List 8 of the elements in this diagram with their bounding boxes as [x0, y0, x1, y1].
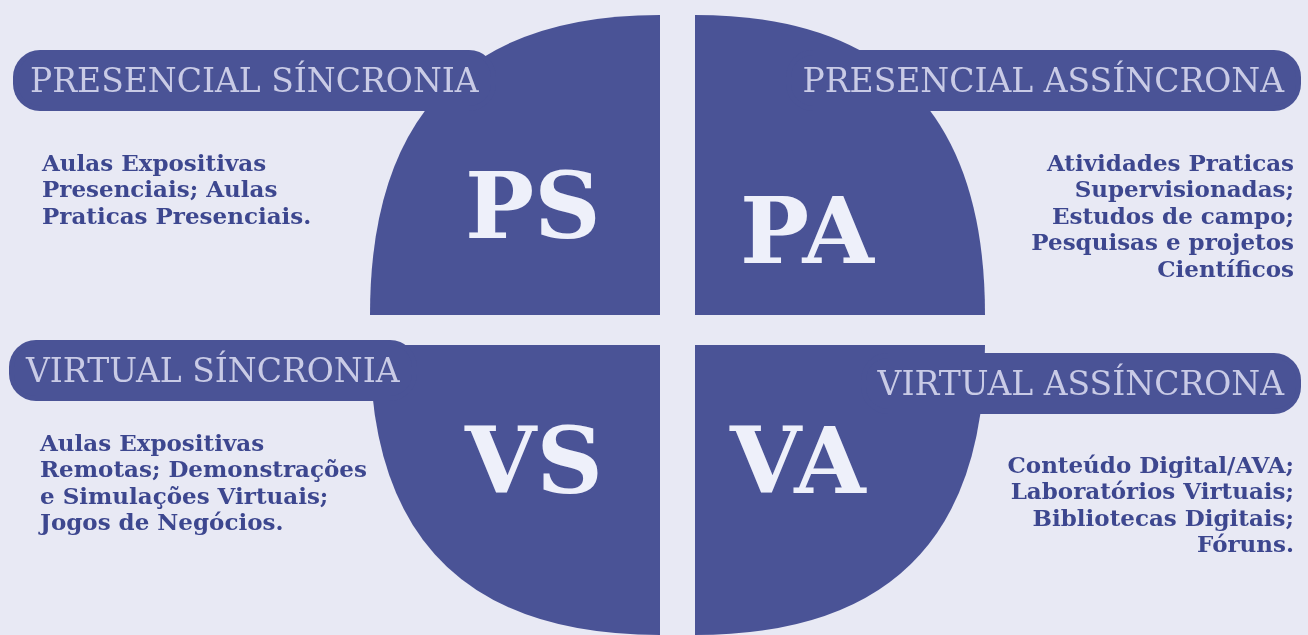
- quadrant-abbreviation: PS: [465, 160, 601, 252]
- quadrant-abbreviation: PA: [740, 185, 874, 277]
- quadrant-abbreviation: VA: [730, 415, 866, 507]
- quadrant-description: Aulas Expositivas Presenciais; Aulas Praticas Presenciais.: [42, 150, 313, 230]
- quadrant-description: Conteúdo Digital/AVA; Laboratórios Virtuais; Bibliotecas Digitais; Fóruns.: [1006, 452, 1294, 558]
- quadrant-description: Aulas Expositivas Remotas; Demonstrações e Simulações Virtuais; Jogos de Negócios.: [40, 430, 368, 536]
- quadrant-abbreviation: VS: [465, 415, 603, 507]
- quadrant-description: Atividades Praticas Supervisionadas; Estudos de campo; Pesquisas e projetos Científicos: [1030, 150, 1294, 283]
